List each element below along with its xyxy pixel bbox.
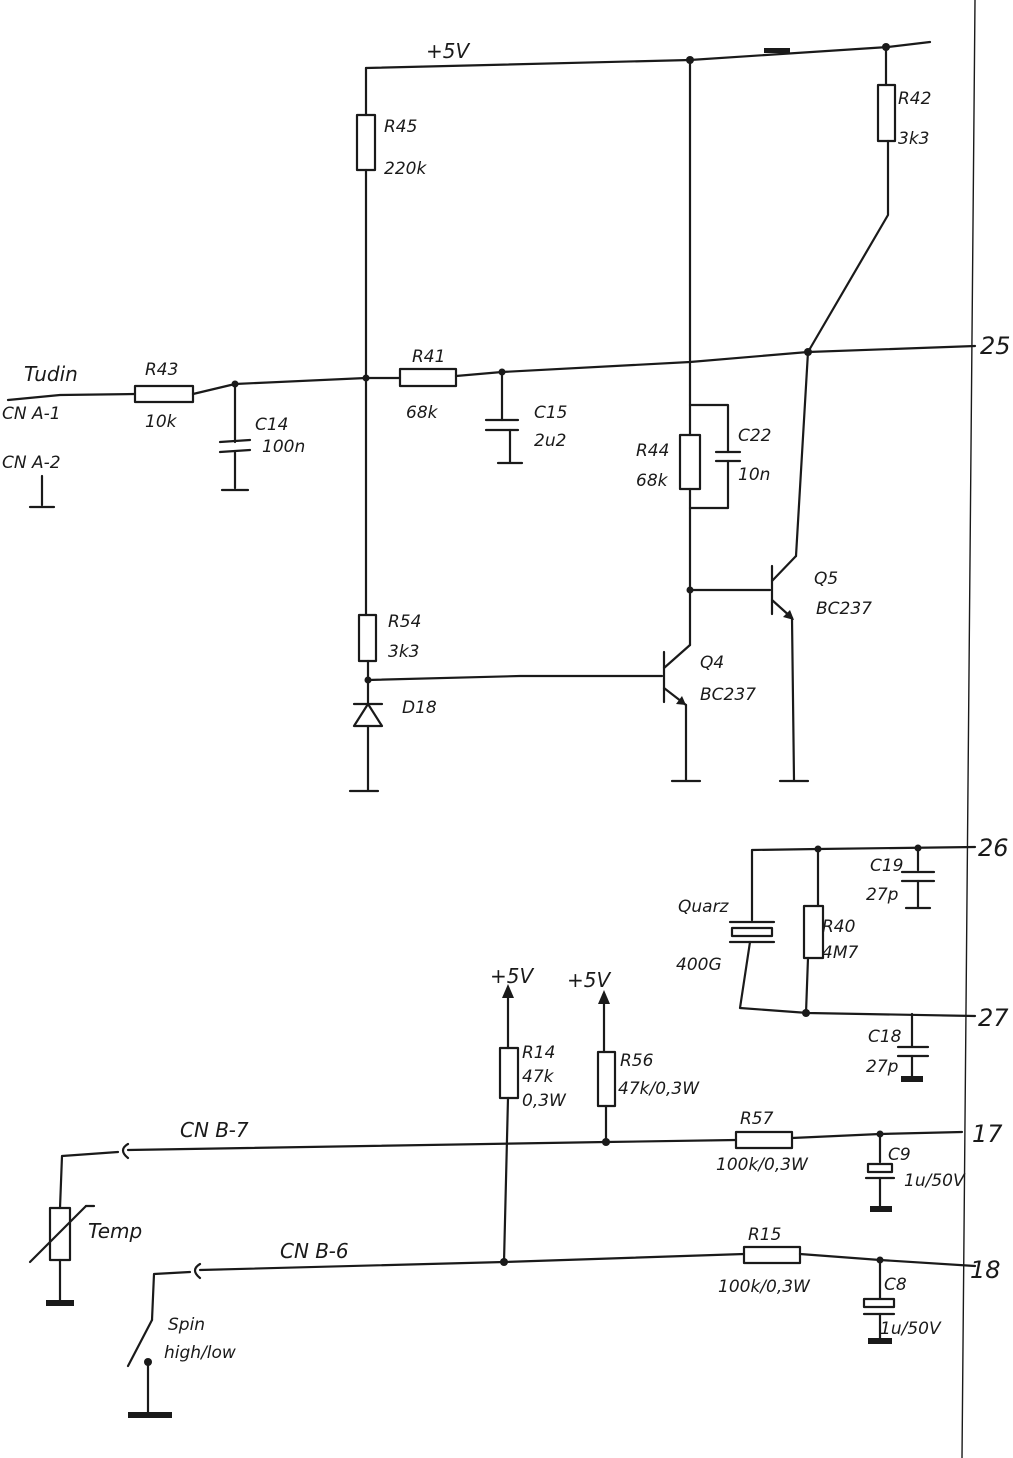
r14-supply: +5V (490, 964, 534, 988)
crystal-quarz: Quarz 400G (676, 844, 977, 1018)
r42-ref: R42 (898, 89, 931, 109)
capacitor-c8: C8 1u/50V (862, 1258, 942, 1344)
r56-supply: +5V (567, 968, 611, 992)
r54-value: 3k3 (388, 642, 419, 662)
resistor-r41: R41 68k (364, 344, 977, 423)
r15-ref: R15 (748, 1225, 781, 1245)
capacitor-c14: C14 100n (218, 382, 305, 492)
q4-base-wire (366, 674, 664, 682)
capacitor-c22: C22 10n (688, 403, 772, 510)
switch-spin: Spin high/low (126, 1315, 236, 1418)
pin-18: 18 (970, 1256, 1001, 1284)
r56-value: 47k/0,3W (618, 1079, 700, 1099)
thermistor-temp: Temp (28, 1204, 142, 1306)
r43-ref: R43 (145, 360, 178, 380)
c9-ref: C9 (888, 1145, 911, 1165)
capacitor-c15: C15 2u2 (484, 370, 568, 465)
cnb6-line: CN B-6 (150, 1239, 746, 1322)
r45-value: 220k (384, 159, 427, 179)
r42-value: 3k3 (898, 129, 929, 149)
resistor-r56: +5V R56 47k/0,3W (567, 968, 700, 1146)
resistor-r15: R15 100k/0,3W (718, 1225, 977, 1297)
transistor-q4: Q4 BC237 (662, 643, 756, 783)
cnb7-line: CN B-7 (58, 1118, 738, 1210)
cna2-label: CN A-2 (2, 453, 61, 473)
r40-value: 4M7 (822, 943, 858, 963)
c15-ref: C15 (534, 403, 568, 423)
c14-ref: C14 (255, 415, 289, 435)
top-supply-rail: +5V (364, 39, 932, 70)
d18-ref: D18 (402, 698, 437, 718)
r40-ref: R40 (822, 917, 855, 937)
transistor-q5: Q5 BC237 (770, 554, 872, 783)
cna1-label: CN A-1 (2, 404, 61, 424)
resistor-r43: R43 10k (133, 360, 368, 432)
input-cna: Tudin CN A-1 CN A-2 (2, 362, 137, 509)
r14-value: 47k (522, 1067, 555, 1087)
ic-edge-line (961, 0, 976, 1458)
c9-value: 1u/50V (904, 1171, 966, 1191)
resistor-r14: +5V R14 47k 0,3W (490, 964, 567, 1266)
r15-value: 100k/0,3W (718, 1277, 811, 1297)
r44-value: 68k (636, 471, 669, 491)
pin-17: 17 (972, 1120, 1003, 1148)
resistor-r57: R57 100k/0,3W (716, 1109, 964, 1175)
capacitor-c18: C18 27p (866, 1012, 930, 1082)
pin-25: 25 (980, 332, 1011, 360)
c8-ref: C8 (884, 1275, 907, 1295)
r45-ref: R45 (384, 117, 417, 137)
pin-27: 27 (978, 1004, 1009, 1032)
r56-ref: R56 (620, 1051, 654, 1071)
resistor-r42: R42 3k3 (794, 45, 931, 558)
c14-value: 100n (262, 437, 305, 457)
temp-label: Temp (88, 1219, 142, 1243)
resistor-r45: R45 220k (355, 66, 427, 380)
c22-value: 10n (738, 465, 770, 485)
r43-value: 10k (145, 412, 178, 432)
q4-ref: Q4 (700, 653, 724, 673)
r57-value: 100k/0,3W (716, 1155, 809, 1175)
r41-ref: R41 (412, 347, 445, 367)
r54-ref: R54 (388, 612, 421, 632)
resistor-r40: R40 4M7 (802, 847, 858, 1015)
diode-d18: D18 (348, 678, 437, 793)
r44-branch: R44 68k (636, 58, 702, 647)
c22-ref: C22 (738, 426, 772, 446)
c18-ref: C18 (868, 1027, 902, 1047)
q4-value: BC237 (700, 685, 756, 705)
c8-value: 1u/50V (880, 1319, 942, 1339)
capacitor-c19: C19 27p (866, 846, 936, 910)
q5-value: BC237 (816, 599, 872, 619)
quarz-ref: Quarz (678, 897, 730, 917)
c18-value: 27p (866, 1057, 899, 1077)
c19-ref: C19 (870, 856, 904, 876)
r44-ref: R44 (636, 441, 669, 461)
quarz-value: 400G (676, 955, 722, 975)
r57-ref: R57 (740, 1109, 774, 1129)
r41-value: 68k (406, 403, 439, 423)
resistor-r54: R54 3k3 (357, 376, 421, 684)
c19-value: 27p (866, 885, 899, 905)
supply-label-top: +5V (426, 39, 470, 63)
spin-label-1: Spin (168, 1315, 205, 1335)
tudin-label: Tudin (24, 362, 78, 386)
q5-ref: Q5 (814, 569, 838, 589)
r14-ref: R14 (522, 1043, 555, 1063)
spin-label-2: high/low (164, 1343, 236, 1363)
pin-26: 26 (978, 834, 1009, 862)
cnb6-label: CN B-6 (280, 1239, 349, 1263)
cnb7-label: CN B-7 (180, 1118, 249, 1142)
r14-value2: 0,3W (522, 1091, 567, 1111)
c15-value: 2u2 (534, 431, 566, 451)
capacitor-c9: C9 1u/50V (864, 1132, 966, 1212)
